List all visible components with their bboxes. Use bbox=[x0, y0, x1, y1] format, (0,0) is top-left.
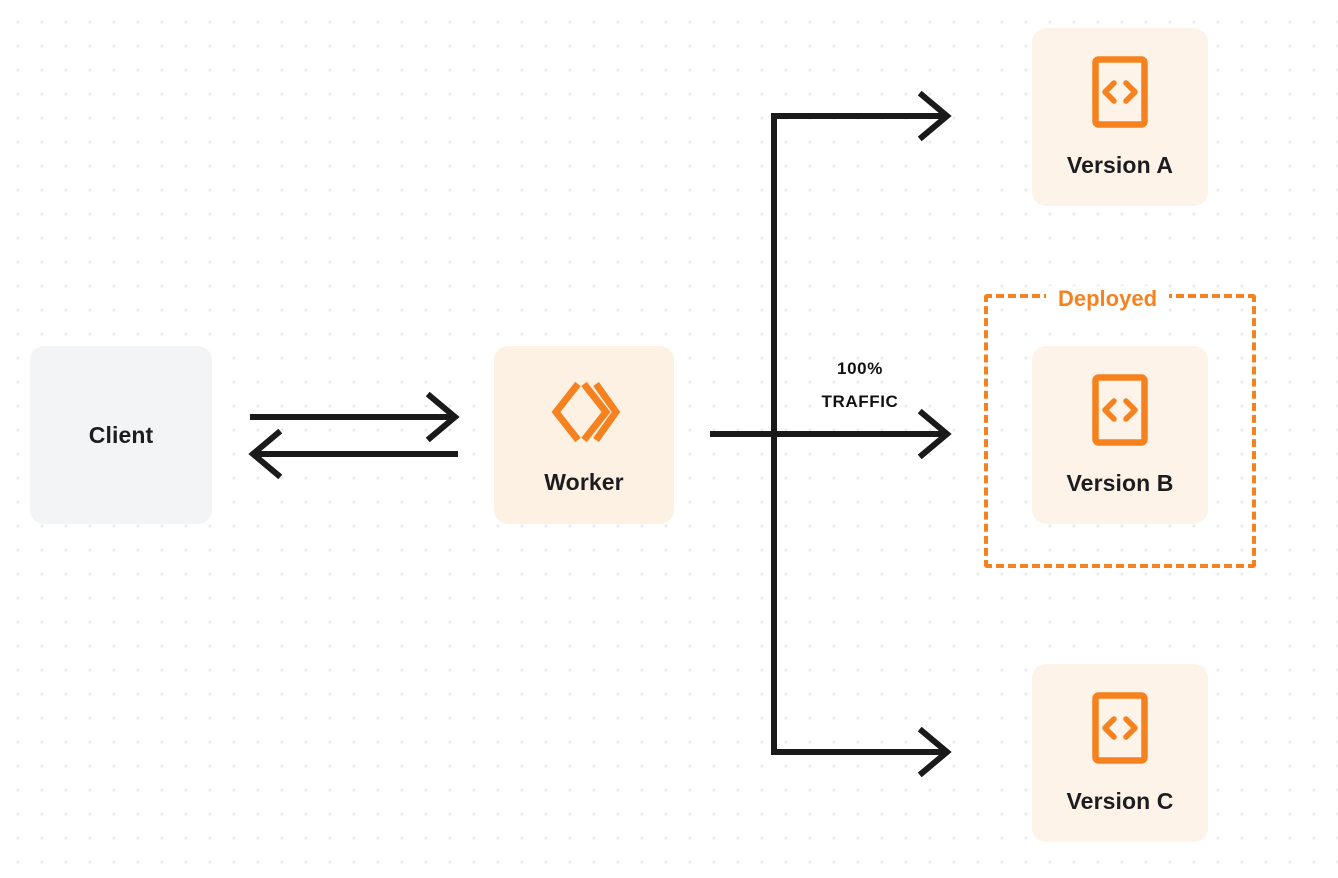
cloudflare-workers-logo-icon bbox=[546, 374, 622, 455]
edge-worker-to-client bbox=[248, 428, 458, 480]
node-version-a-label: Version A bbox=[1066, 152, 1174, 178]
node-worker-label: Worker bbox=[544, 469, 624, 495]
code-document-icon bbox=[1091, 55, 1149, 134]
node-version-b[interactable]: Version B bbox=[1032, 346, 1208, 524]
traffic-label: 100% TRAFFIC bbox=[790, 352, 930, 418]
node-version-c[interactable]: Version C bbox=[1032, 664, 1208, 842]
edge-client-to-worker bbox=[250, 391, 460, 443]
traffic-percent: 100% bbox=[837, 359, 883, 378]
traffic-caption: TRAFFIC bbox=[821, 392, 899, 411]
code-document-icon bbox=[1091, 373, 1149, 452]
node-client[interactable]: Client bbox=[30, 346, 212, 524]
code-document-icon bbox=[1091, 691, 1149, 770]
node-version-b-label: Version B bbox=[1066, 470, 1174, 496]
edge-worker-to-version-c bbox=[771, 726, 952, 778]
node-version-c-label: Version C bbox=[1066, 788, 1174, 814]
node-version-a[interactable]: Version A bbox=[1032, 28, 1208, 206]
node-client-label: Client bbox=[88, 421, 154, 448]
edge-worker-to-version-a bbox=[771, 90, 952, 142]
edge-worker-to-version-b bbox=[710, 408, 952, 460]
node-worker[interactable]: Worker bbox=[494, 346, 674, 524]
deployed-region-label: Deployed bbox=[1046, 286, 1170, 312]
